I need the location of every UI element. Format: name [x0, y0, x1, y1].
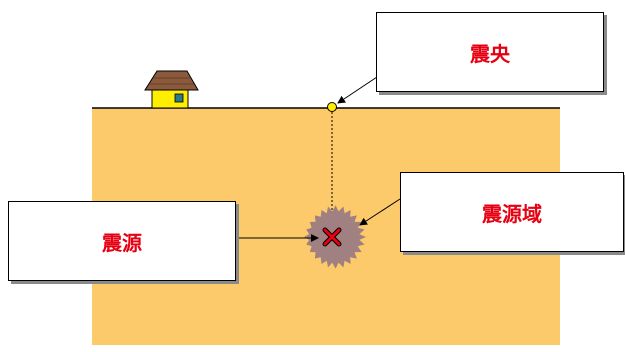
epicenter-arrow: [337, 76, 378, 104]
hypocenter-label-box: 震源: [8, 201, 236, 281]
focal-region-label: 震源域: [482, 201, 542, 226]
epicenter-label: 震央: [470, 41, 510, 66]
epicenter-dot: [327, 102, 337, 112]
focal-region-arrow: [359, 198, 401, 226]
epicenter-label-box: 震央: [376, 12, 604, 92]
hypocenter-label: 震源: [102, 230, 142, 255]
house-icon: [144, 70, 199, 109]
focal-region-label-box: 震源域: [400, 172, 624, 252]
x-mark-icon: [322, 227, 342, 247]
